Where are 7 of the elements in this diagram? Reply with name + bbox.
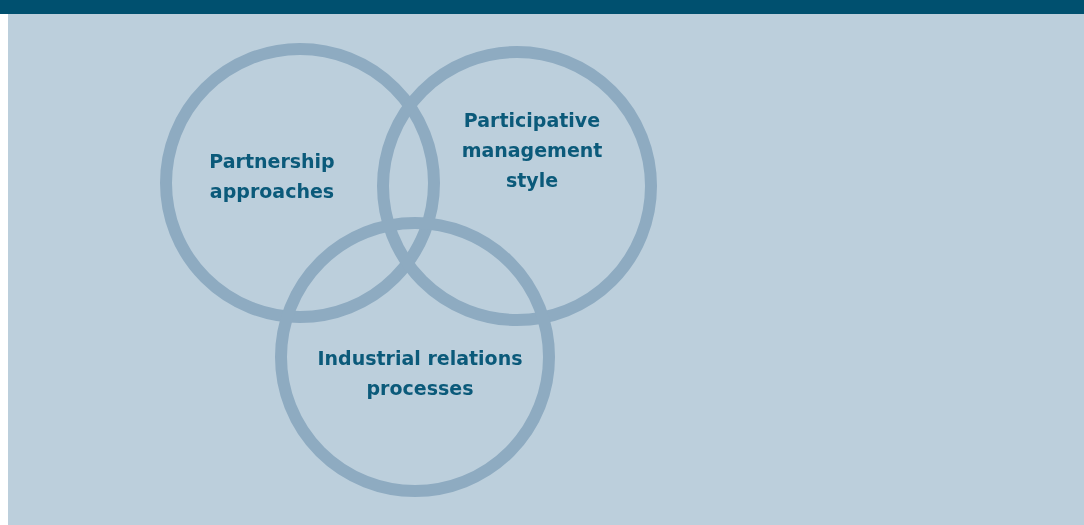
circle-label: Participative management style bbox=[460, 108, 604, 193]
title-bar bbox=[0, 0, 1084, 14]
venn-circle bbox=[160, 43, 440, 323]
circle-label: Partnership approaches bbox=[208, 149, 336, 204]
venn-circle bbox=[275, 217, 555, 497]
venn-circle bbox=[377, 46, 657, 326]
circle-label: Industrial relations processes bbox=[316, 346, 524, 401]
